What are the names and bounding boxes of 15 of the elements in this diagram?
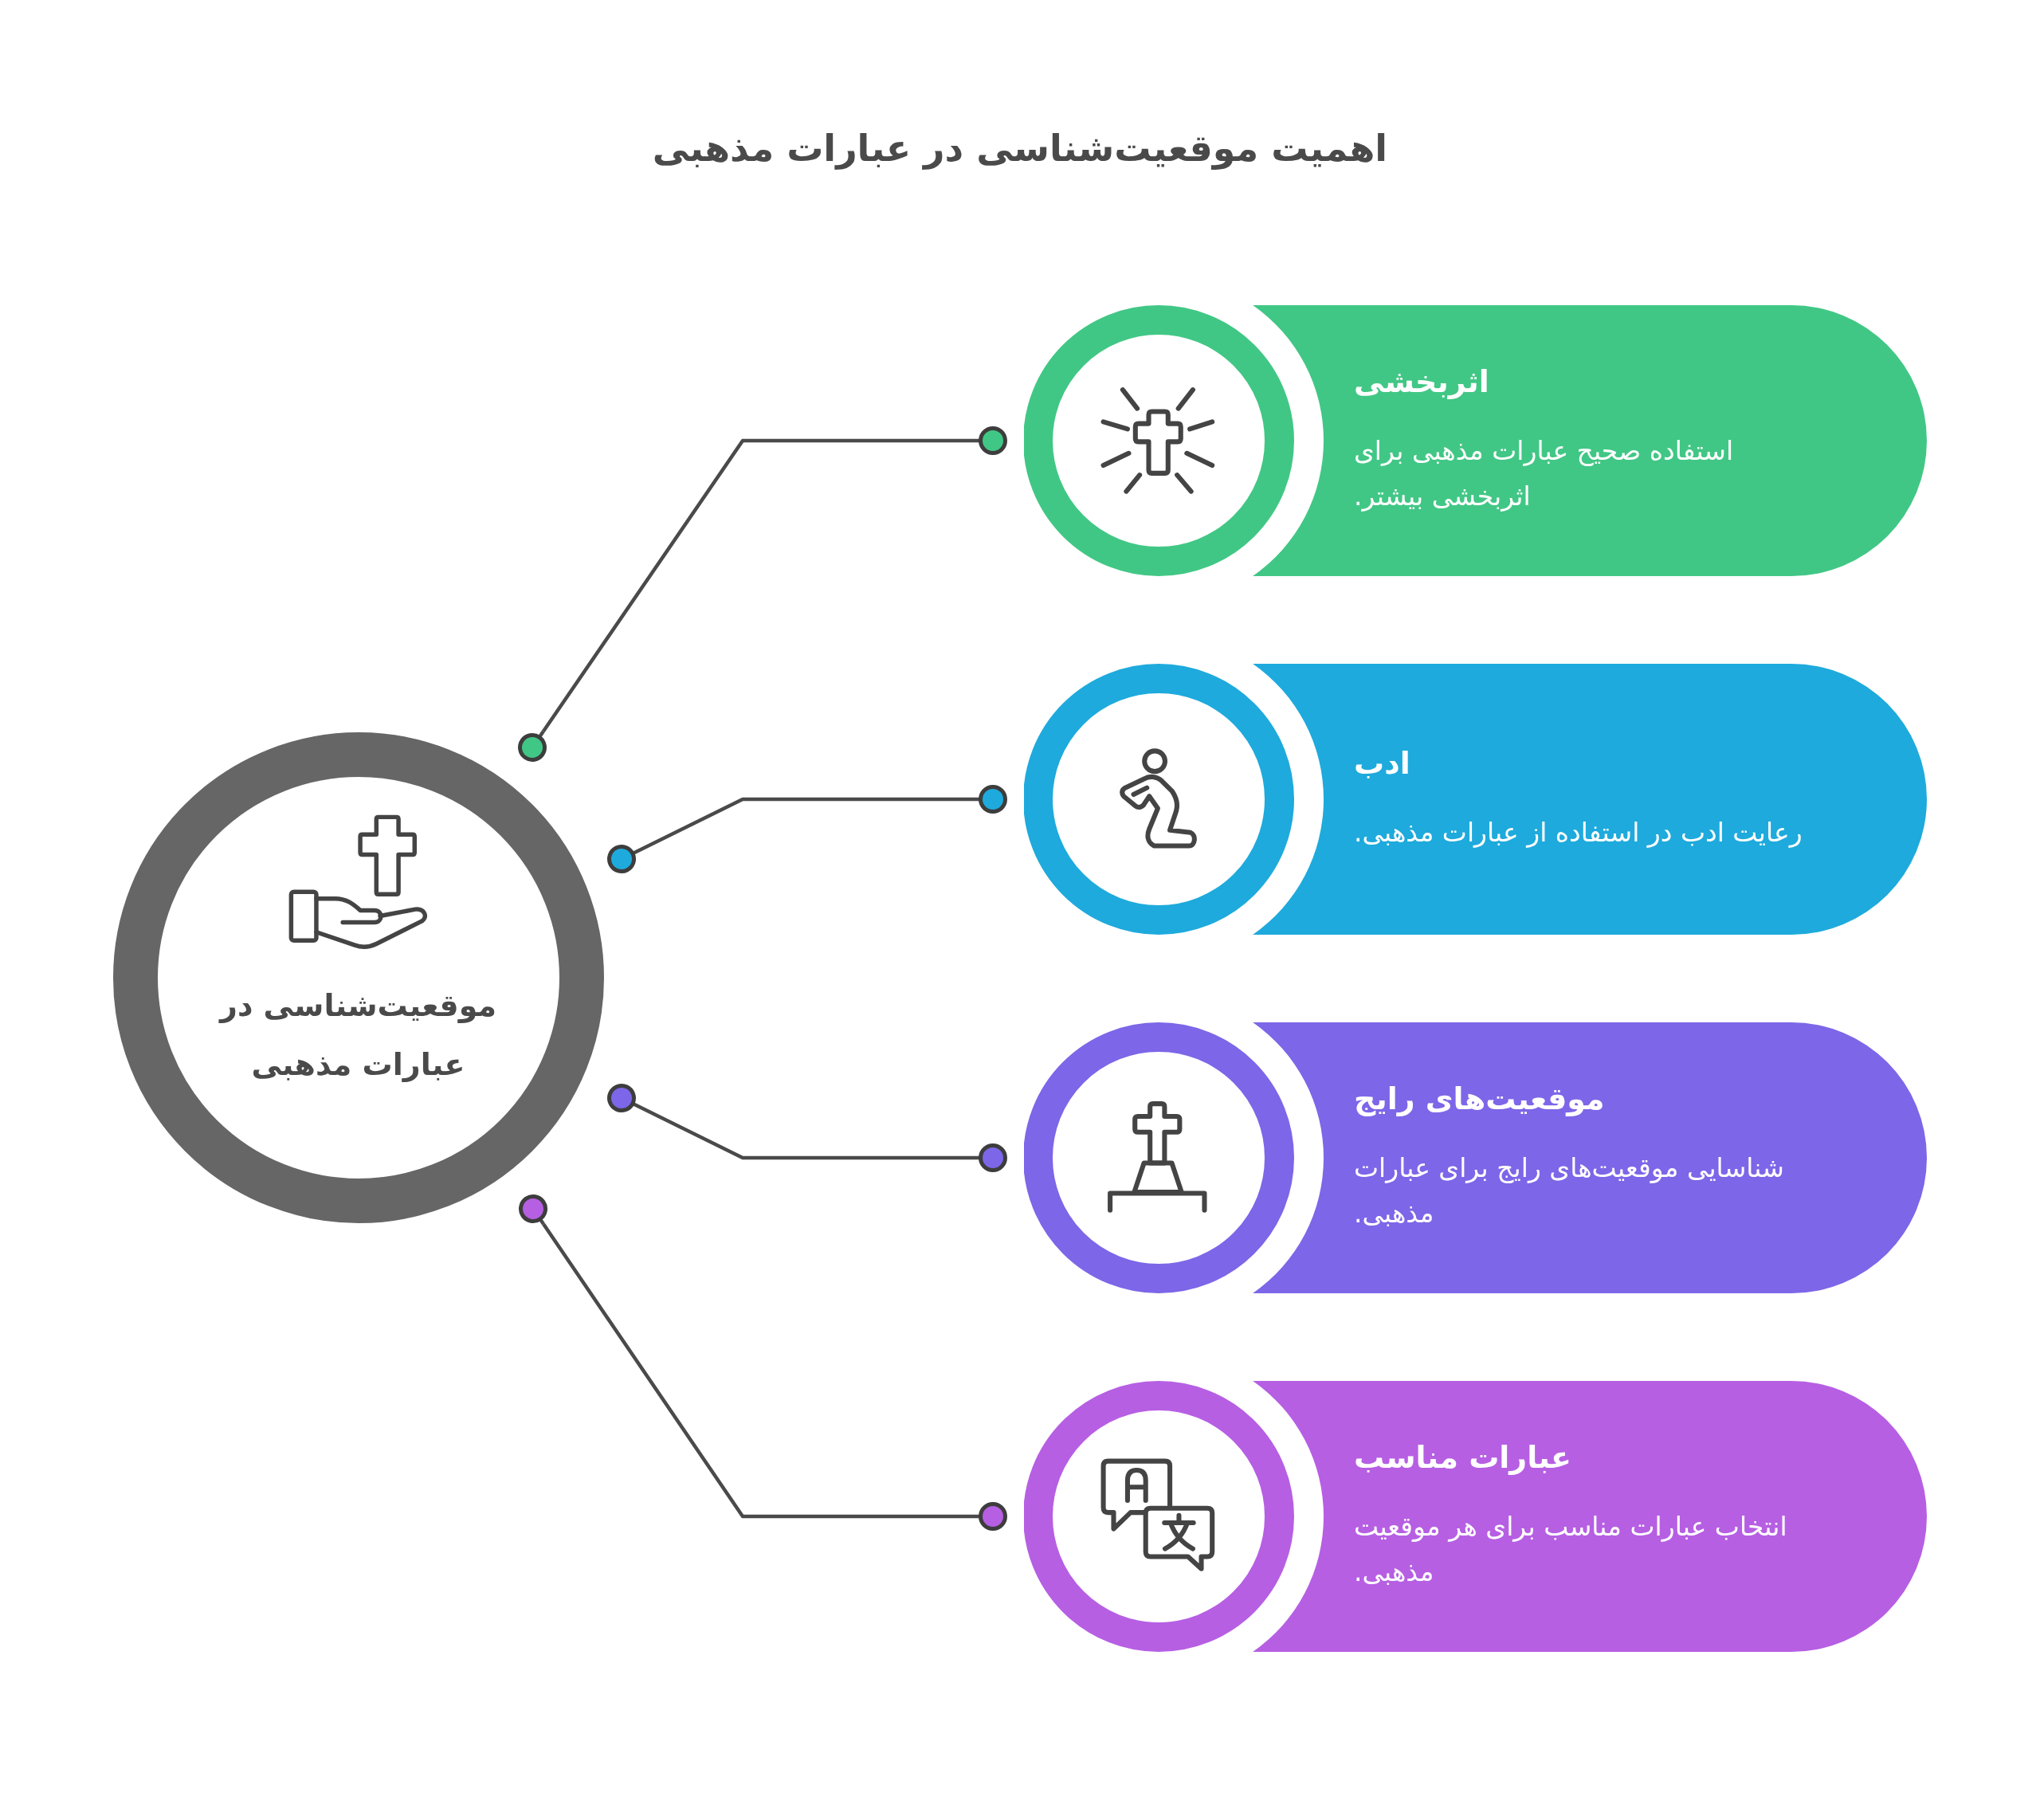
card-title: موقعیت‌های رایج bbox=[1354, 1081, 1606, 1118]
ring-circle bbox=[112, 732, 604, 1223]
card-text: استفاده صحیح عبارات مذهبی برای اثربخشی بیشتر. bbox=[1354, 434, 1735, 513]
card-title: عبارات مناسب bbox=[1354, 1439, 1572, 1477]
pill-banner bbox=[1024, 305, 1927, 576]
card-text: رعایت ادب در استفاده از عبارات مذهبی. bbox=[1354, 815, 1803, 849]
pill-banner bbox=[1024, 1022, 1927, 1293]
card-text: شناسایی موقعیت‌های رایج برای عبارات مذهبی. bbox=[1354, 1151, 1785, 1230]
pill-banner bbox=[1024, 1381, 1927, 1652]
pill-banner bbox=[1024, 664, 1927, 935]
card-title: اثربخشی bbox=[1354, 363, 1490, 401]
diagram-title: اهمیت موقعیت‌شناسی در عبارات مذهبی bbox=[652, 126, 1388, 171]
card-text: انتخاب عبارات مناسب برای هر موقعیت مذهبی. bbox=[1354, 1510, 1788, 1589]
circle-label: موقعیت‌شناسی در عبارات مذهبی bbox=[219, 987, 497, 1084]
card-title: ادب bbox=[1354, 744, 1411, 783]
